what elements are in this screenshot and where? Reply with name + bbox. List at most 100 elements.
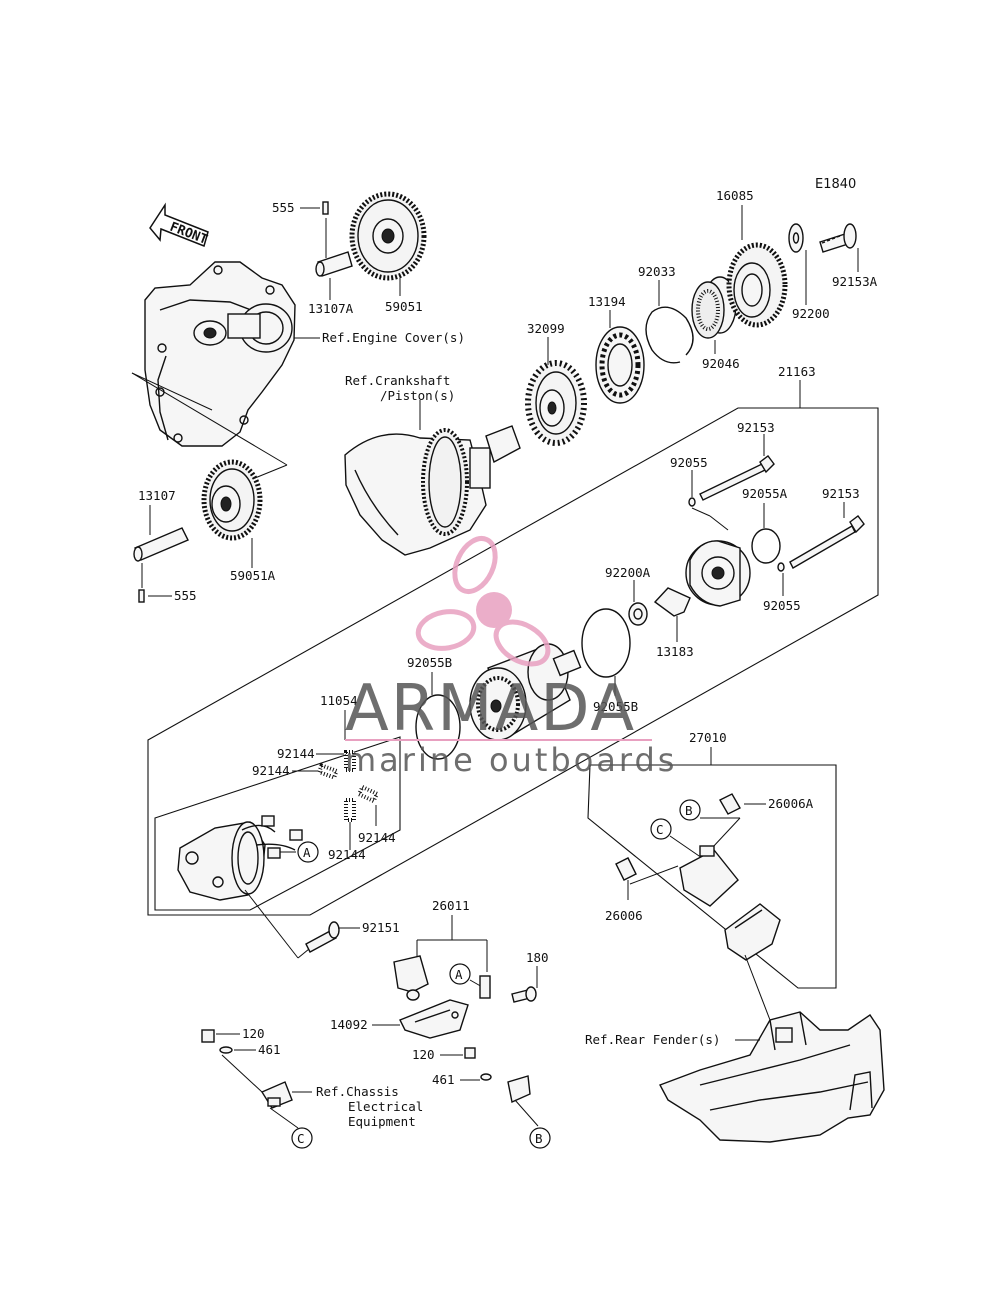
part-92153A: 92153A [832,274,878,289]
part-461-b: 461 [432,1072,455,1087]
part-92055B-a: 92055B [407,655,452,670]
callout-a-upper-label: A [303,845,311,860]
part-555-top: 555 [272,200,295,215]
part-92144-d: 92144 [328,847,366,862]
brush-holder-plate [177,815,303,901]
circlip-92033 [645,306,694,364]
part-92144-b: 92144 [252,763,290,778]
part-92055-a: 92055 [670,455,708,470]
bolt-120-a [201,1029,215,1043]
callout-a-upper [297,841,319,863]
part-13183: 13183 [656,644,694,659]
part-21163: 21163 [778,364,816,379]
bolt-92151 [305,921,340,953]
callout-a-lower-label: A [455,967,463,982]
gear-59051A [201,459,263,541]
starter-relay [679,845,781,961]
washer-92200A [628,602,648,626]
screw-180 [511,986,537,1003]
long-bolt-92153-b [789,515,865,569]
ref-chassis-label-2: Electrical [348,1099,423,1114]
cable-cap-26011 [393,955,429,1001]
part-92144-a: 92144 [277,746,315,761]
gear-16085 [726,242,788,328]
watermark-subtitle: marine outboards [345,741,677,779]
part-92033: 92033 [638,264,676,279]
callout-b-upper-label: B [685,803,693,818]
callout-c-lower-label: C [297,1131,305,1146]
part-13107A: 13107A [308,301,354,316]
crankshaft-drawing [344,425,521,556]
starter-motor-body [469,643,582,741]
gear-59051 [349,191,427,281]
callout-c-upper [650,818,672,840]
propeller-logo-icon [415,536,551,667]
callout-b-lower [529,1127,551,1149]
part-92200A: 92200A [605,565,651,580]
callout-c-lower [291,1127,313,1149]
o-ring-92055-b [777,562,785,572]
fuse-26006A [719,793,741,815]
ref-crankshaft-label-2: /Piston(s) [380,388,455,403]
part-461-a: 461 [258,1042,281,1057]
chassis-terminal [260,1081,293,1109]
washer-92200 [788,223,804,253]
part-92046: 92046 [702,356,740,371]
part-555-bottom: 555 [174,588,197,603]
part-59051: 59051 [385,299,423,314]
fuse-26006 [615,857,637,881]
ref-chassis-label-1: Ref.Chassis [316,1084,399,1099]
front-arrow-icon: FRONT [149,202,210,248]
plate-13183 [653,587,691,617]
callout-b-lower-label: B [535,1131,543,1146]
relay-assembly-box [587,764,837,989]
o-ring-92055-a [688,497,696,507]
diagram-code: E1840 [815,177,856,192]
part-32099: 32099 [527,321,565,336]
o-ring-92055B-a [415,694,461,760]
ref-engine-cover-label: Ref.Engine Cover(s) [322,330,465,345]
callout-c-upper-label: C [656,822,664,837]
brush-holder-box [154,736,401,911]
part-92055A: 92055A [742,486,788,501]
bolt-120-b [464,1047,476,1059]
part-27010: 27010 [689,730,727,745]
ref-crankshaft-label-1: Ref.Crankshaft [345,373,450,388]
part-120-b: 120 [412,1047,435,1062]
cable-26011 [479,975,554,1103]
ref-chassis-label-3: Equipment [348,1114,416,1129]
springs-92144 [316,750,380,822]
watermark: ARMADA marine outboards [345,536,677,779]
callout-a-lower [449,963,471,985]
part-14092: 14092 [330,1017,368,1032]
o-ring-92055B-b [581,608,631,678]
gear-32099 [525,360,587,446]
rear-fender-drawing [659,1011,885,1143]
part-92144-c: 92144 [358,830,396,845]
bolt-92153A [819,223,857,253]
part-180: 180 [526,950,549,965]
dowel-13107 [133,527,189,562]
part-92200: 92200 [792,306,830,321]
bracket-14092 [399,999,469,1039]
part-13107: 13107 [138,488,176,503]
part-26011: 26011 [432,898,470,913]
washer-461-a [219,1046,233,1054]
dowel-13107A [315,251,353,277]
part-13194: 13194 [588,294,626,309]
ref-rear-fender-label: Ref.Rear Fender(s) [585,1032,720,1047]
part-16085: 16085 [716,188,754,203]
part-59051A: 59051A [230,568,276,583]
part-92151: 92151 [362,920,400,935]
one-way-clutch-13194 [595,326,645,404]
part-26006A: 26006A [768,796,814,811]
part-92055-b: 92055 [763,598,801,613]
callout-b-upper [679,799,701,821]
part-92055B-b: 92055B [593,699,638,714]
washer-461-b [480,1073,492,1081]
part-120-a: 120 [242,1026,265,1041]
starter-end-cover [685,540,751,607]
part-26006: 26006 [605,908,643,923]
